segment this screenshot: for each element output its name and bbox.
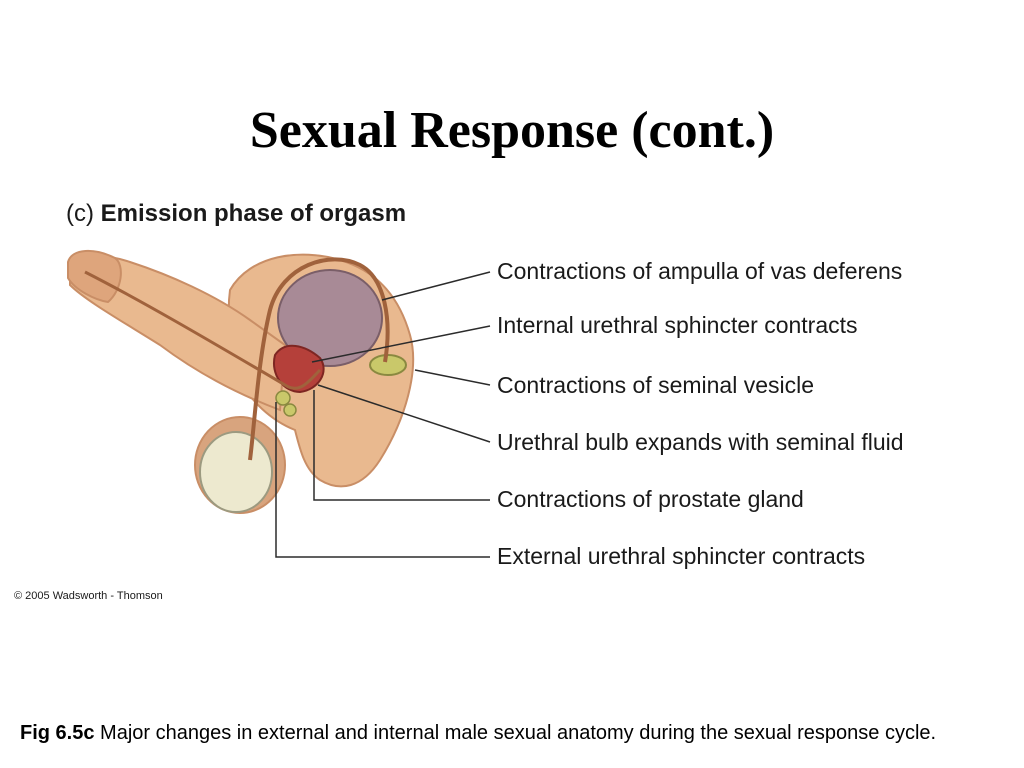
slide-title: Sexual Response (cont.) bbox=[249, 101, 775, 159]
urethra bbox=[84, 270, 322, 390]
figure-label: Fig 6.5c bbox=[20, 722, 95, 744]
callout-external-sphincter: External urethral sphincter contracts bbox=[497, 543, 866, 569]
bulbourethral-gland bbox=[275, 390, 291, 406]
urethral-bulb bbox=[283, 403, 297, 417]
leader-line-seminal-vesicle bbox=[414, 369, 491, 386]
leader-line-urethral-bulb bbox=[317, 384, 491, 443]
panel-title: Emission phase of orgasm bbox=[100, 200, 407, 227]
callout-internal-sphincter: Internal urethral sphincter contracts bbox=[497, 312, 858, 338]
copyright-notice: © 2005 Wadsworth - Thomson bbox=[14, 590, 163, 602]
panel-letter: (c) bbox=[66, 200, 94, 227]
callout-prostate: Contractions of prostate gland bbox=[497, 486, 804, 512]
figure-caption: Fig 6.5c Major changes in external and i… bbox=[20, 718, 980, 748]
bladder bbox=[277, 269, 383, 367]
callout-ampulla: Contractions of ampulla of vas deferens bbox=[497, 258, 903, 284]
panel-heading: (c) Emission phase of orgasm bbox=[66, 200, 406, 228]
callout-urethral-bulb: Urethral bulb expands with seminal fluid bbox=[497, 429, 904, 455]
seminal-vesicle bbox=[369, 354, 407, 376]
penis-shaft bbox=[69, 255, 287, 412]
leader-line-external-sphincter bbox=[275, 402, 490, 558]
leader-line-internal-sphincter bbox=[311, 325, 491, 363]
vas-deferens bbox=[248, 257, 390, 461]
leader-lines bbox=[275, 271, 491, 558]
caption-text: Major changes in external and internal m… bbox=[100, 722, 937, 744]
leader-line-prostate bbox=[313, 390, 490, 501]
testis bbox=[199, 431, 273, 513]
leader-line-ampulla bbox=[381, 271, 491, 301]
callout-seminal-vesicle: Contractions of seminal vesicle bbox=[497, 372, 815, 398]
